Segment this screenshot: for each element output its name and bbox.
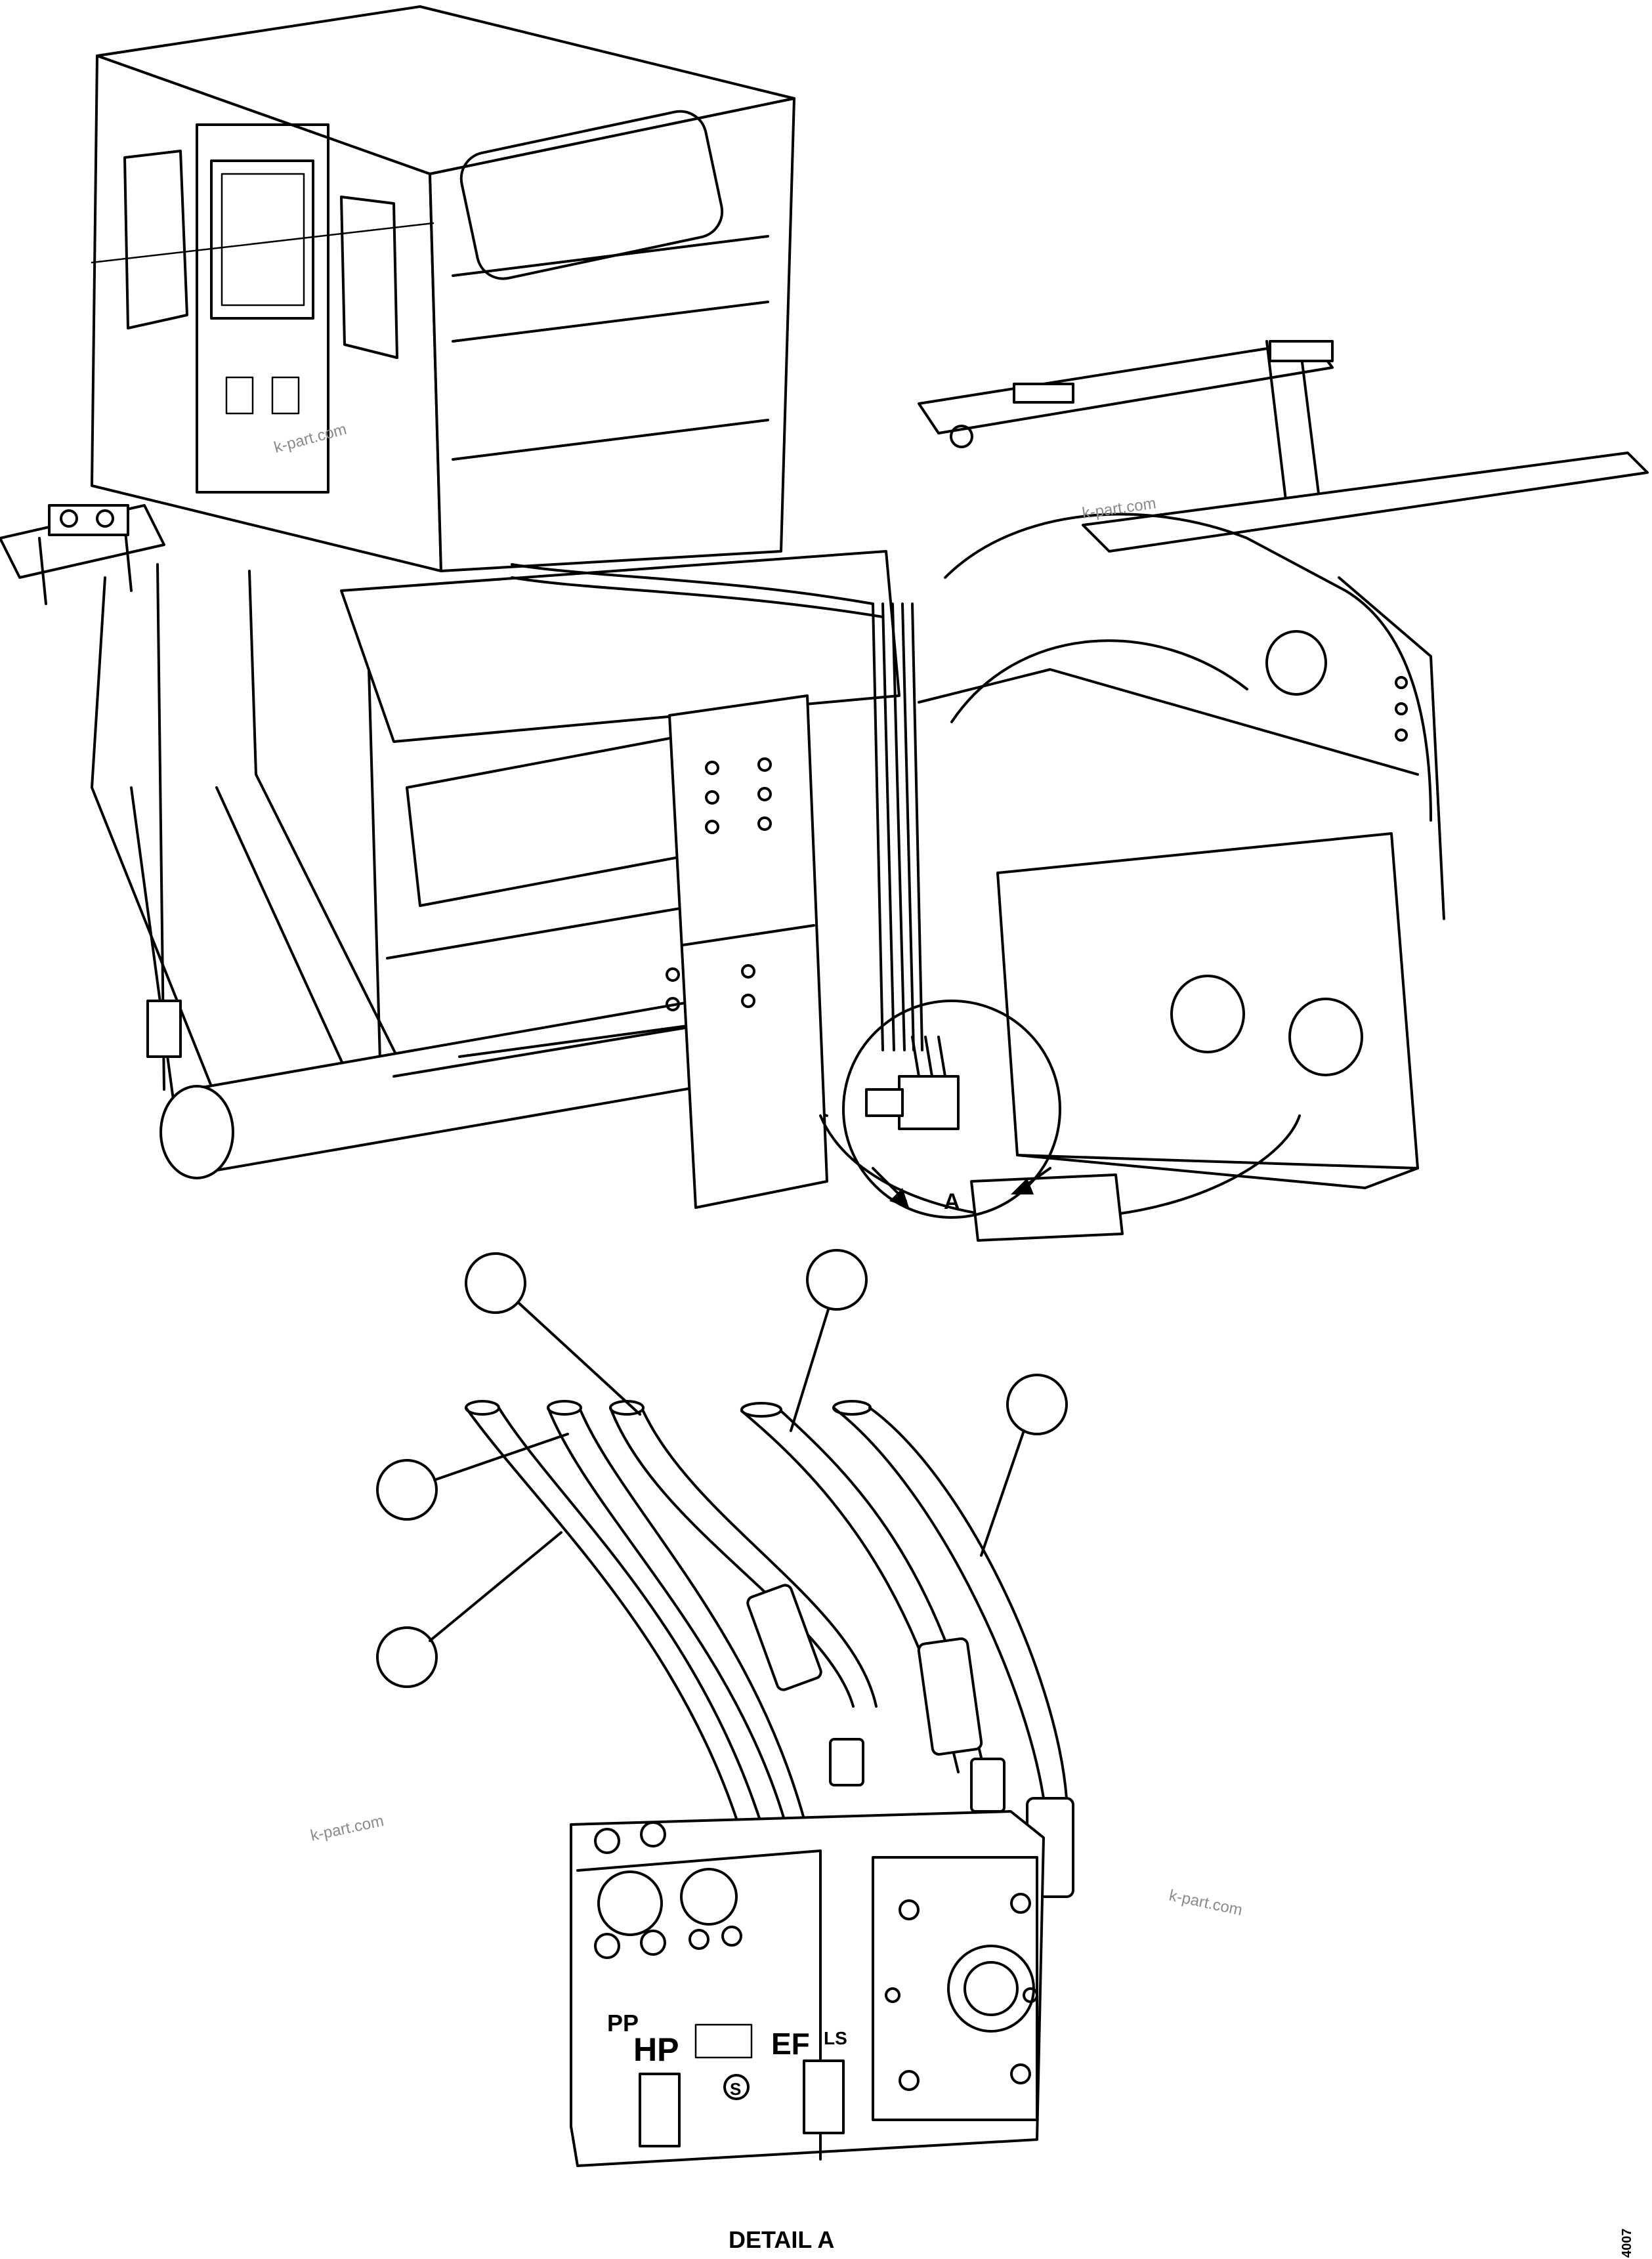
main-frame bbox=[340, 550, 923, 1209]
watermark: k-part.com bbox=[1168, 1886, 1244, 1919]
hydraulic-pump: PP HP EF LS S bbox=[570, 1810, 1045, 2167]
pump-logo bbox=[723, 2074, 750, 2100]
pump-marking-ef: EF bbox=[771, 2027, 810, 2061]
watermark: k-part.com bbox=[309, 1812, 385, 1845]
detail-a-marker: A bbox=[842, 1000, 1061, 1219]
detail-a-hoses bbox=[465, 1400, 1074, 1898]
corner-code: 4007 bbox=[1620, 2229, 1634, 2258]
rear-frame bbox=[819, 340, 1649, 1242]
leader-line-4 bbox=[433, 1433, 569, 1481]
pump-marking-ls: LS bbox=[824, 2028, 847, 2048]
callout-bubble-2 bbox=[806, 1249, 868, 1311]
detail-marker-letter: A bbox=[944, 1189, 960, 1214]
callout-bubble-3 bbox=[1006, 1374, 1068, 1435]
callouts bbox=[376, 1249, 1068, 1688]
pump-marking-hp: HP bbox=[633, 2031, 679, 2068]
callout-bubble-1 bbox=[465, 1252, 526, 1314]
pump-marking-pp: PP bbox=[607, 2010, 639, 2037]
operator-cab bbox=[91, 5, 795, 572]
leader-line-3 bbox=[980, 1429, 1025, 1557]
detail-caption: DETAIL A bbox=[729, 2226, 834, 2253]
leader-line-2 bbox=[790, 1308, 830, 1432]
leader-line-5 bbox=[429, 1531, 562, 1642]
leader-line-1 bbox=[517, 1301, 641, 1416]
pump-logo-letter: S bbox=[730, 2079, 741, 2099]
callout-bubble-4 bbox=[376, 1459, 438, 1521]
callout-bubble-5 bbox=[376, 1626, 438, 1688]
